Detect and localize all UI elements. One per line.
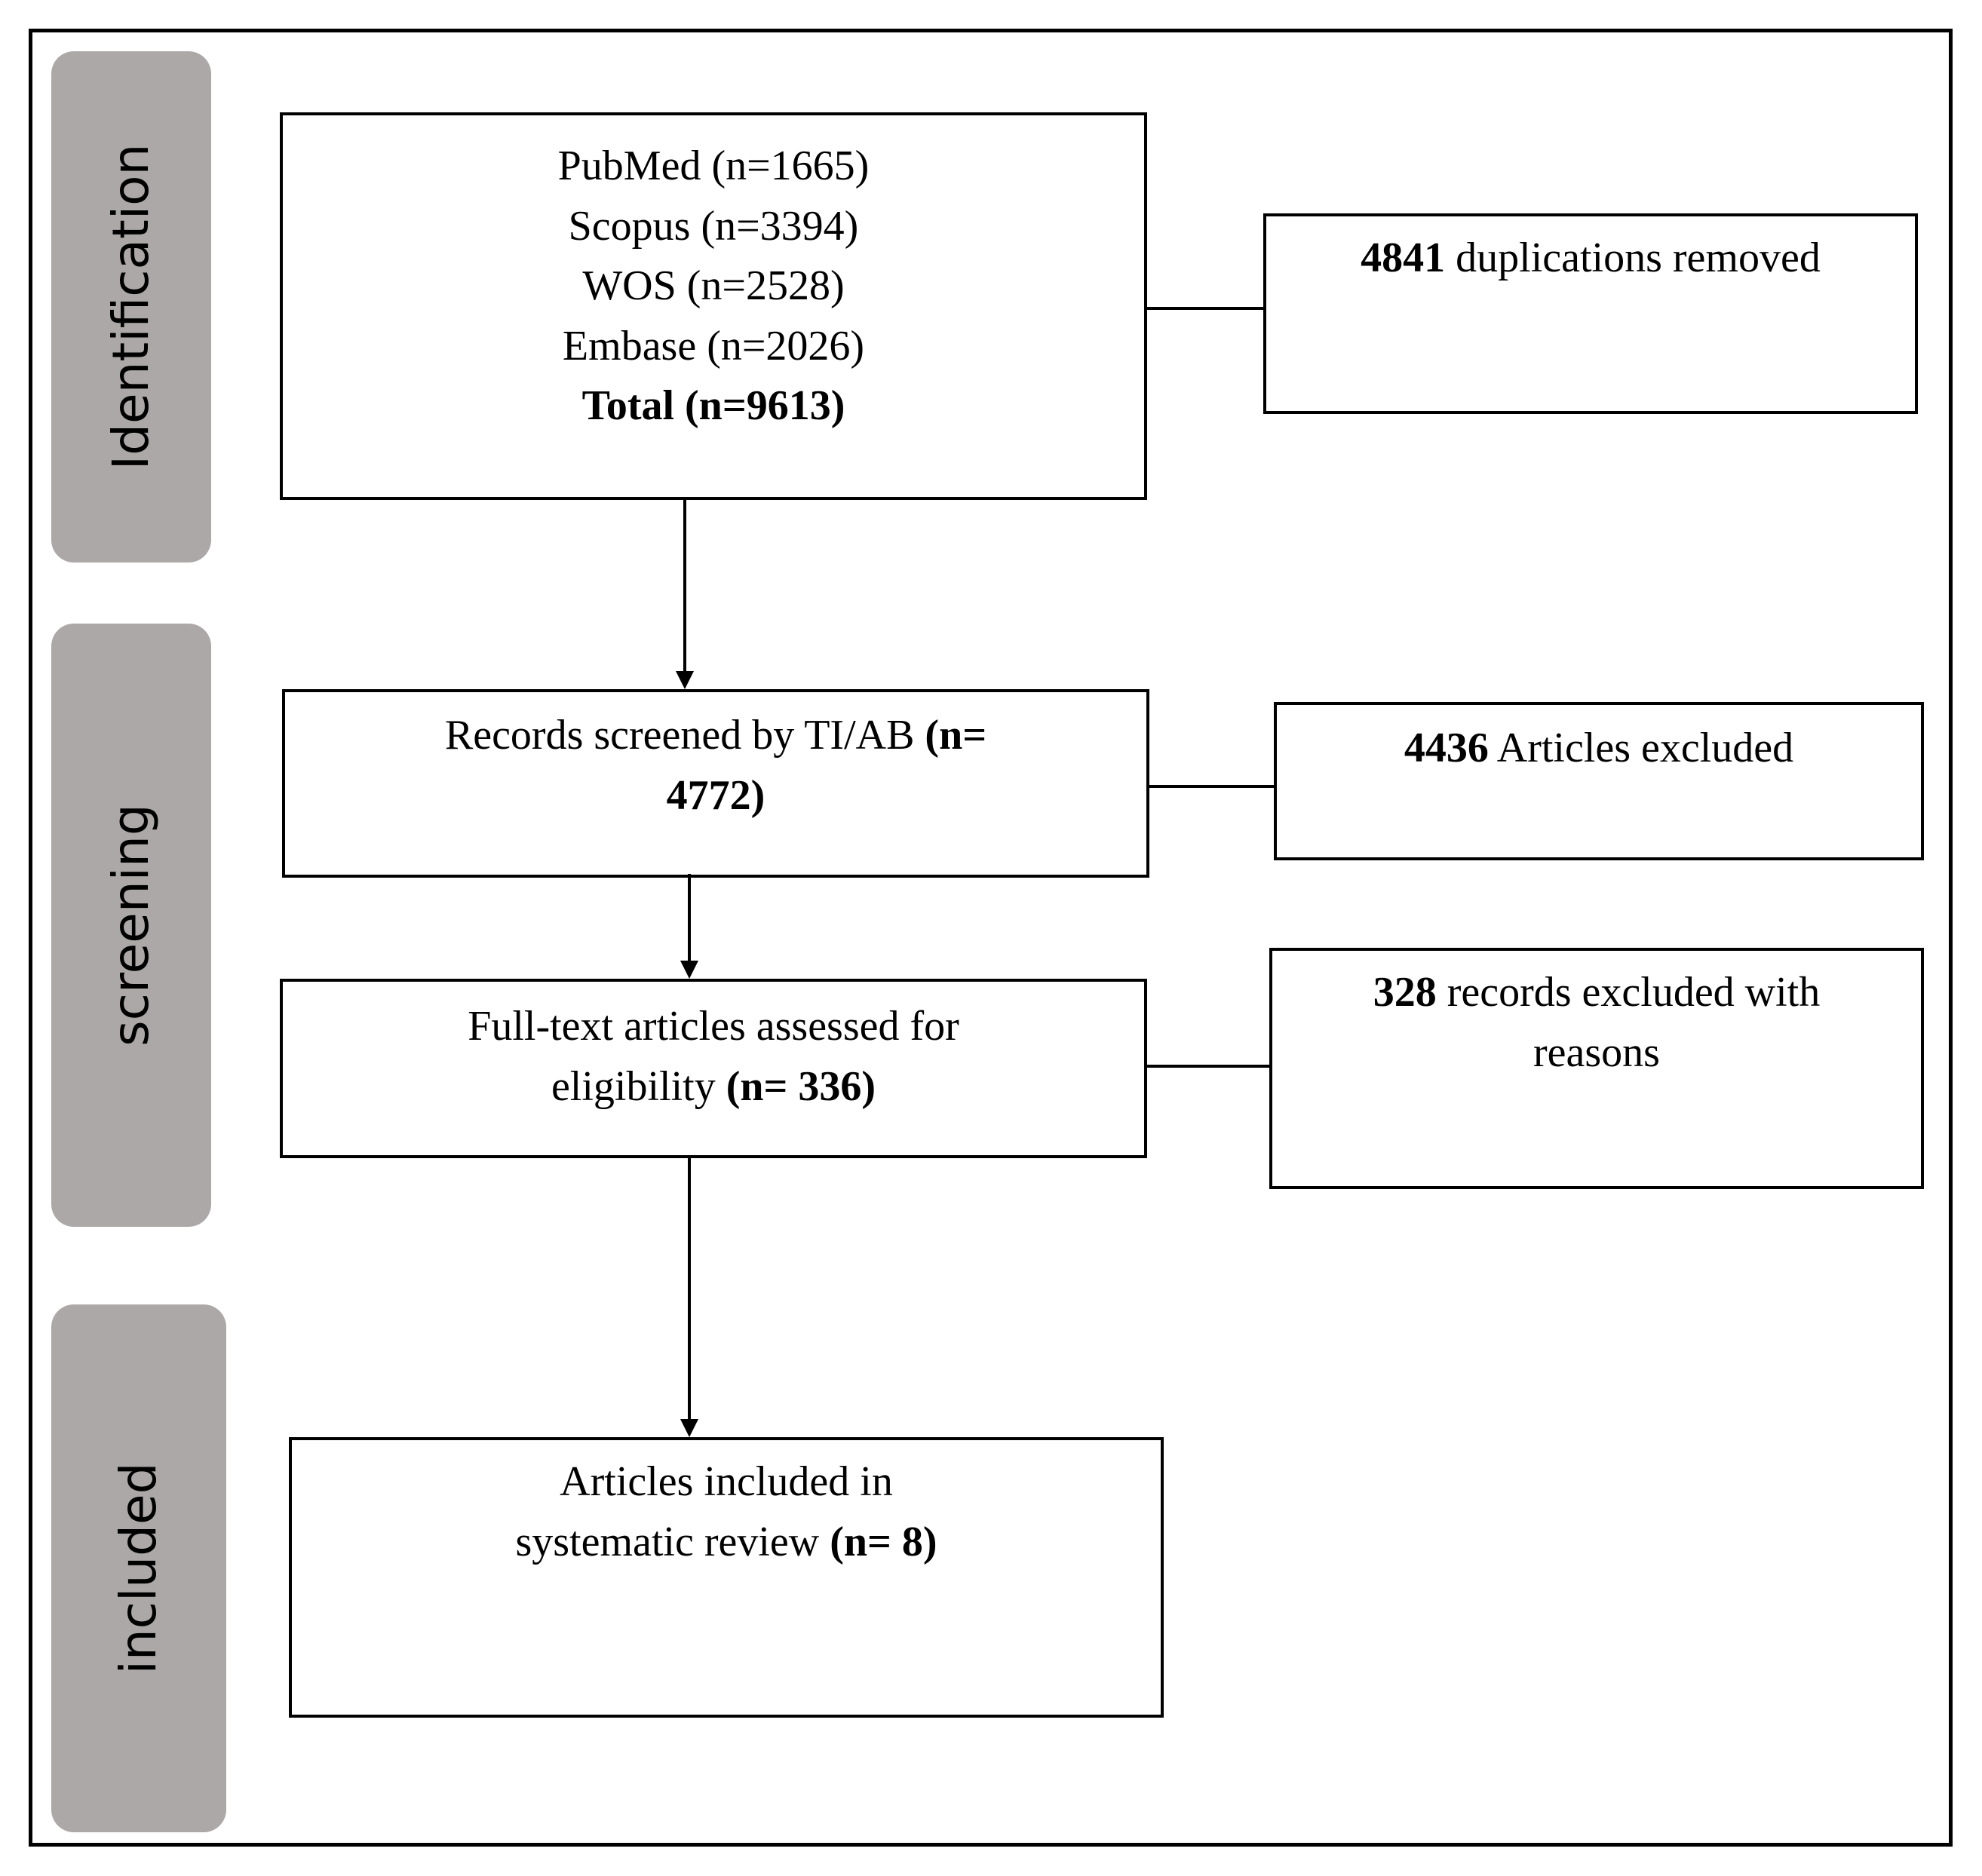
fulltext-line2: eligibility (n= 336) xyxy=(551,1062,876,1110)
stage-included-label: included xyxy=(109,1462,167,1675)
screened-line1: Records screened by TI/AB (n= xyxy=(444,712,987,759)
excluded-reasons-line2: reasons xyxy=(1533,1028,1660,1076)
excluded-reasons-line1: 328 records excluded with xyxy=(1373,969,1821,1016)
duplicates-count: 4841 xyxy=(1361,234,1446,281)
identification-box: PubMed (n=1665) Scopus (n=3394) WOS (n=2… xyxy=(280,112,1147,500)
stage-screening: screening xyxy=(51,624,211,1227)
connector-excluded-reasons xyxy=(1147,1065,1269,1068)
connector-duplicates xyxy=(1147,307,1263,310)
stage-identification-label: Identification xyxy=(102,143,160,471)
source-wos: WOS (n=2528) xyxy=(582,262,845,310)
duplicates-box: 4841 duplications removed xyxy=(1263,213,1918,414)
connector-excluded-tiab xyxy=(1149,785,1274,788)
source-scopus: Scopus (n=3394) xyxy=(568,202,859,250)
arrow-shaft-2 xyxy=(688,874,691,961)
excluded-tiab-box: 4436 Articles excluded xyxy=(1274,702,1924,860)
source-pubmed: PubMed (n=1665) xyxy=(557,143,870,189)
stage-screening-label: screening xyxy=(102,804,160,1047)
arrowhead-3 xyxy=(680,1419,698,1437)
included-box: Articles included in systematic review (… xyxy=(289,1437,1164,1718)
arrow-shaft-1 xyxy=(683,500,686,672)
duplicates-text: duplications removed xyxy=(1445,234,1821,281)
arrow-shaft-3 xyxy=(688,1158,691,1420)
excluded-reasons-box: 328 records excluded with reasons xyxy=(1269,948,1924,1189)
fulltext-line1: Full-text articles assessed for xyxy=(468,1003,959,1050)
excluded-tiab-text: Articles excluded xyxy=(1488,725,1794,771)
source-total: Total (n=9613) xyxy=(581,382,845,430)
included-line2: systematic review (n= 8) xyxy=(515,1518,937,1565)
stage-included: included xyxy=(51,1304,226,1832)
source-embase: Embase (n=2026) xyxy=(562,322,865,369)
included-line1: Articles included in xyxy=(560,1458,893,1505)
screened-line2: 4772) xyxy=(666,771,765,819)
excluded-tiab-count: 4436 xyxy=(1404,725,1489,771)
arrowhead-2 xyxy=(680,961,698,979)
screened-box: Records screened by TI/AB (n= 4772) xyxy=(282,689,1149,878)
diagram-frame: Identification screening included PubMed… xyxy=(29,29,1953,1847)
stage-identification: Identification xyxy=(51,51,211,562)
fulltext-box: Full-text articles assessed for eligibil… xyxy=(280,979,1147,1158)
arrowhead-1 xyxy=(676,671,694,689)
